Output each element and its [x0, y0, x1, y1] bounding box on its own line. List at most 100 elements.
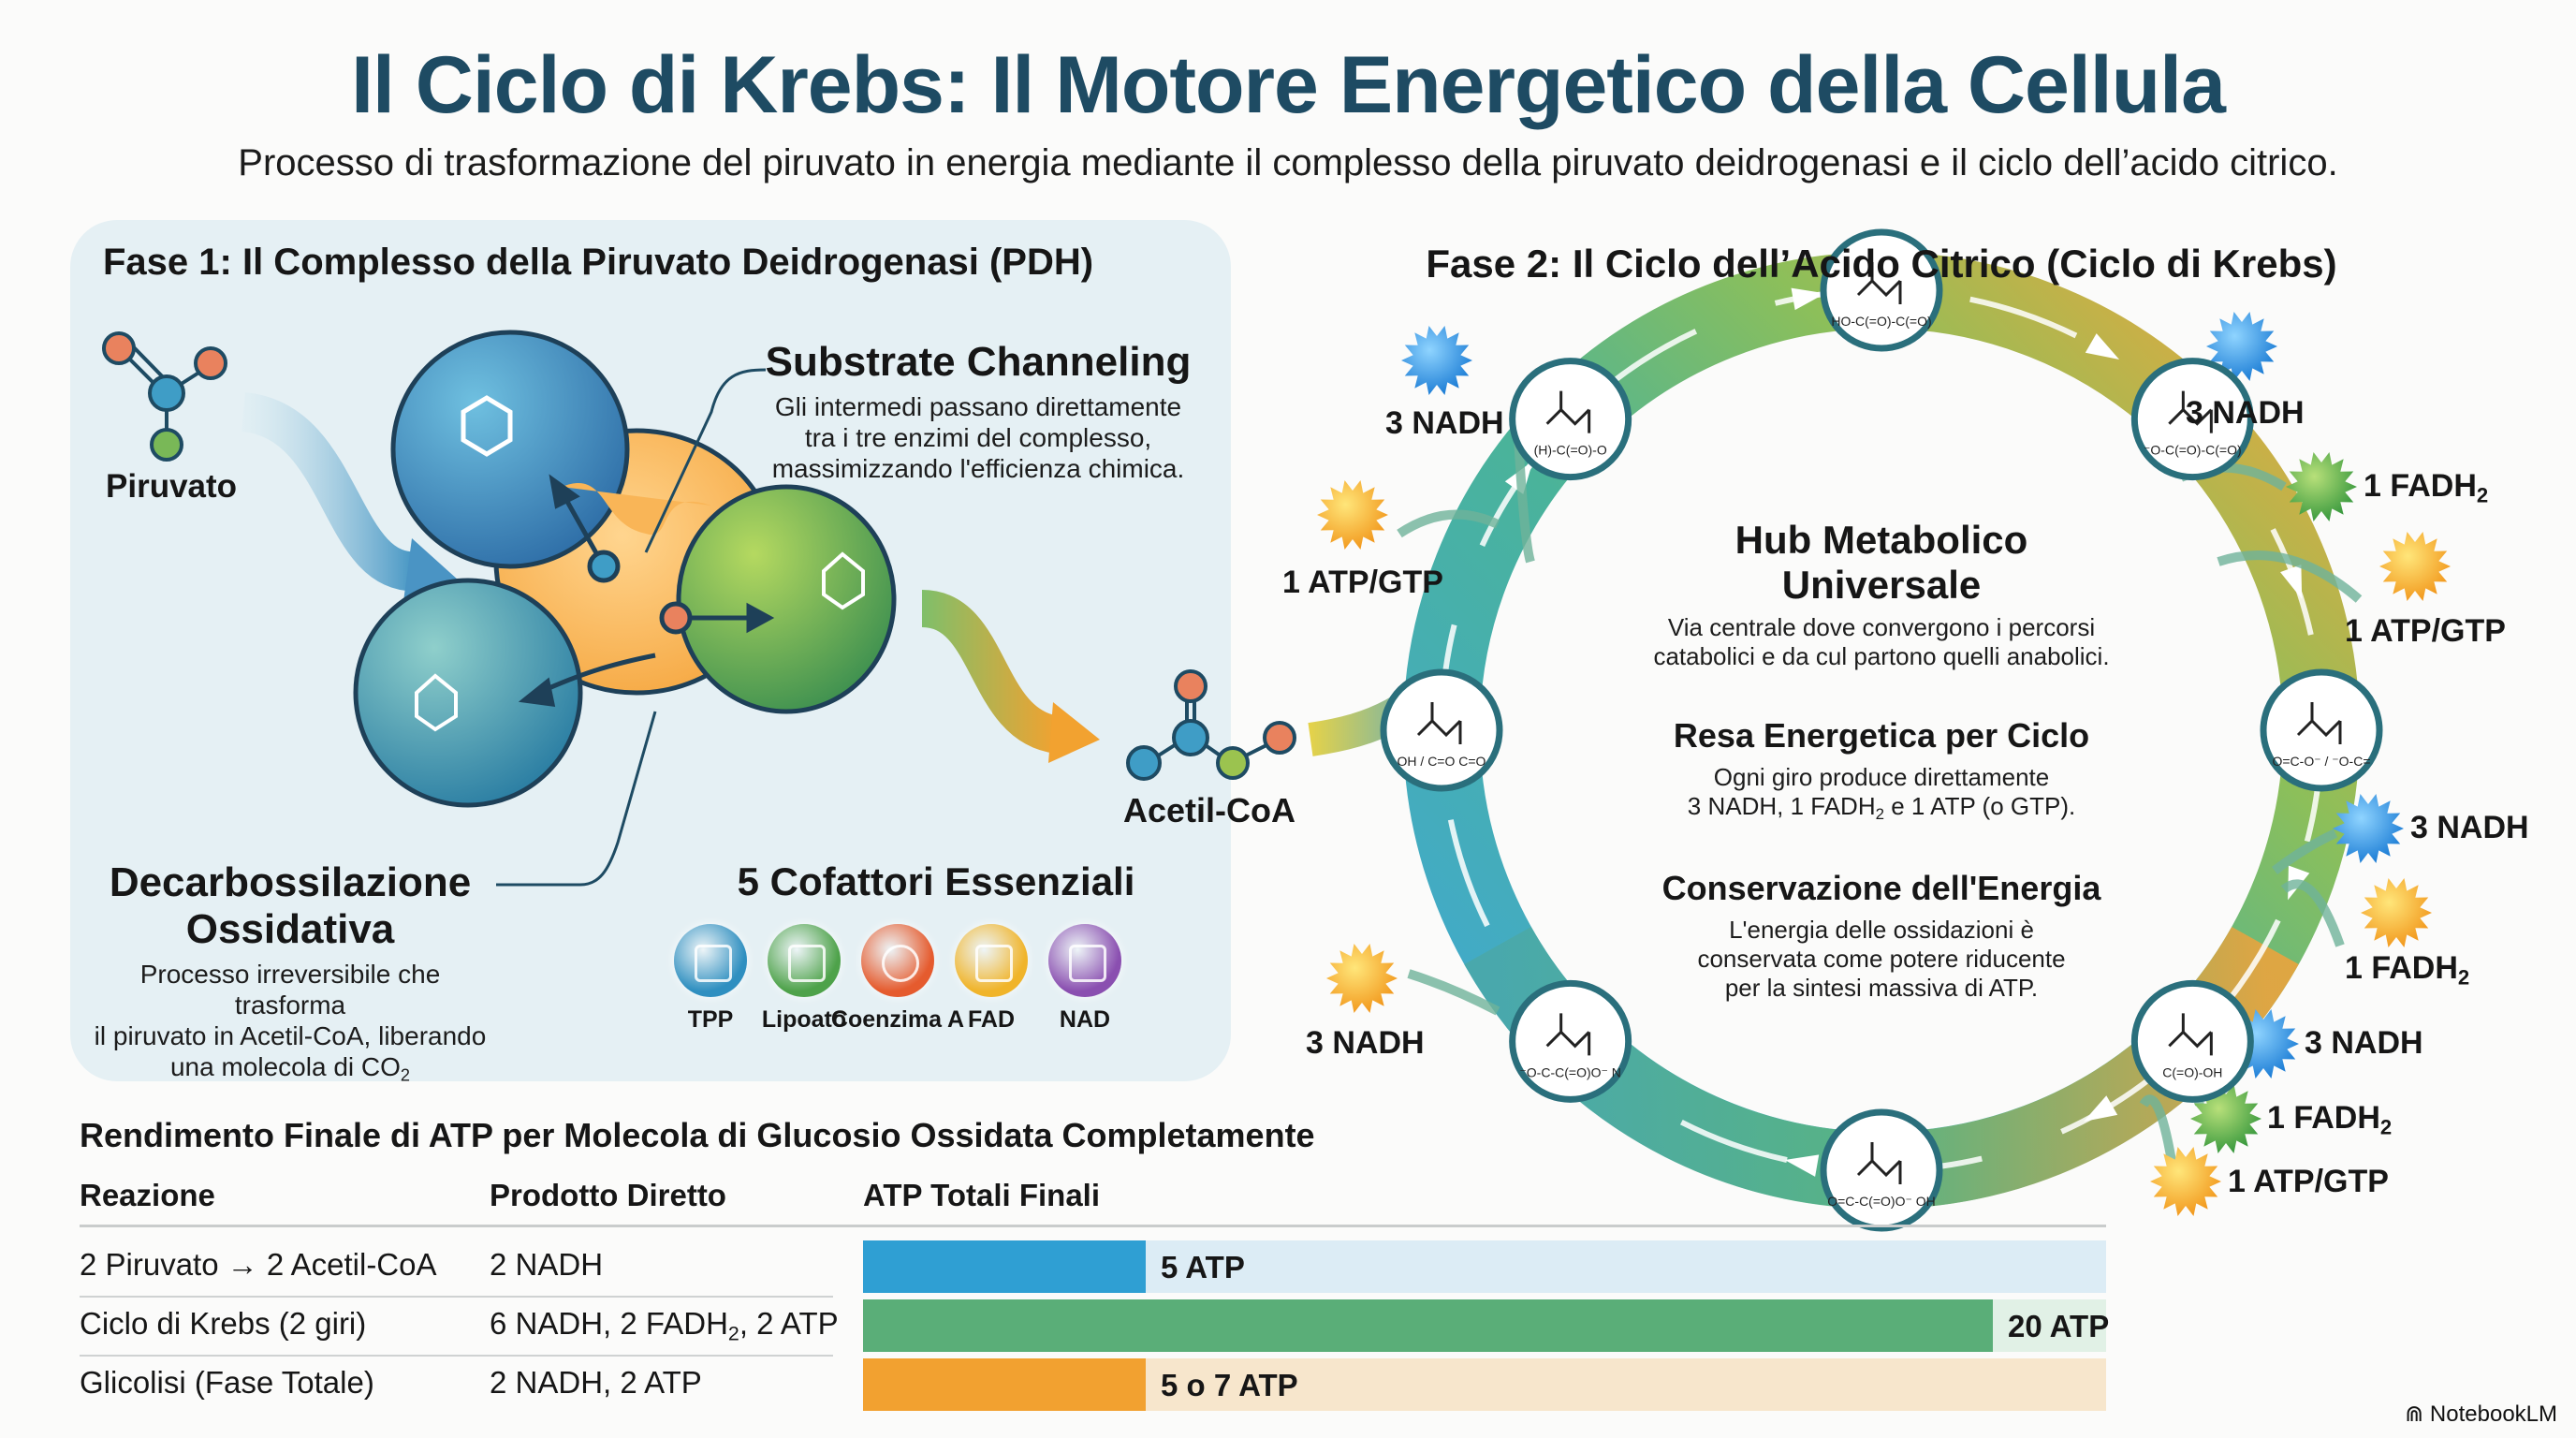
conservation-callout: Conservazione dell'Energia L'energia del… — [1582, 869, 2181, 1003]
row-divider — [80, 1355, 833, 1357]
acetyl-coa-label: Acetil-CoA — [1123, 791, 1296, 829]
decarboxylation-line: una molecola di CO2 — [89, 1051, 491, 1091]
fad-ring-icon — [955, 924, 1028, 997]
atp-bar-fill — [863, 1240, 1146, 1293]
acetyl-coa-molecule-icon — [1126, 669, 1296, 781]
page-subtitle: Processo di trasformazione del piruvato … — [238, 142, 2338, 183]
product-subscript: 2 — [727, 1322, 739, 1345]
atp-star-icon — [1326, 943, 1398, 1014]
cell-reaction: Glicolisi (Fase Totale) — [80, 1365, 374, 1400]
nadh-star-icon — [1401, 325, 1472, 396]
cofactor-label: Lipoato — [761, 1006, 847, 1033]
phase2-heading: Fase 2: Il Ciclo dell’Acido Citrico (Cic… — [1426, 242, 2337, 286]
cofactor-label: NAD — [1059, 1006, 1111, 1033]
cycle-direction-arrow-icon — [2085, 333, 2120, 360]
cell-product: 2 NADH — [490, 1247, 603, 1283]
molecule-structure-icon — [1856, 1142, 1902, 1184]
output-text: 3 NADH — [2410, 810, 2529, 845]
pyruvate-label: Piruvato — [106, 468, 238, 505]
atp-bar-label: 5 o 7 ATP — [1161, 1368, 1298, 1402]
product-text: 6 NADH, 2 FADH — [490, 1306, 728, 1341]
conservation-line: L'energia delle ossidazioni è — [1729, 916, 2034, 944]
cofactor-glyph-icon — [882, 945, 919, 982]
nadh-star-icon — [2206, 311, 2277, 382]
yield-table-title: Rendimento Finale di ATP per Molecola di… — [80, 1116, 1315, 1154]
output-text: 1 FADH — [2345, 950, 2458, 986]
pyruvate-molecule-icon — [102, 331, 227, 462]
product-text: , 2 ATP — [739, 1306, 839, 1341]
output-label-bottom-right-fadh2: 1 FADH2 — [2267, 1100, 2392, 1140]
channeling-title: Substrate Channeling — [765, 339, 1192, 385]
intermediate-nodes: HO-C(=O)-C(=O)⁻O-C(=O)-C(=O)O=C-O⁻ / ⁻O-… — [1380, 228, 2383, 1232]
channeling-leader-line — [644, 368, 767, 553]
cofactor-glyph-icon — [1069, 945, 1106, 982]
yield-title: Resa Energetica per Ciclo — [1673, 716, 2090, 755]
co2-subscript: 2 — [400, 1065, 411, 1085]
atp-star-icon — [1317, 479, 1388, 550]
column-header-reaction: Reazione — [80, 1178, 215, 1212]
molecule-formula: OH / C=O C=O — [1398, 754, 1486, 769]
pyruvate-inflow-arrow — [240, 392, 424, 592]
yield-callout: Resa Energetica per Ciclo Ogni giro prod… — [1582, 716, 2181, 829]
output-arrow — [2280, 879, 2345, 947]
output-text: 3 NADH — [2186, 395, 2305, 431]
fumarate-node: OH / C=O C=O — [1380, 668, 1503, 792]
citrate-node: ⁻O-C(=O)-C(=O) — [2130, 358, 2254, 481]
atp-bar-track: 5 o 7 ATP — [863, 1358, 2106, 1411]
output-arrow — [1407, 969, 1500, 1016]
cofactors-title: 5 Cofattori Essenziali — [737, 859, 1135, 903]
molecule-formula: O=C-O⁻ / ⁻O-C= — [2272, 754, 2370, 769]
channeling-line: massimizzando l'efficienza chimica. — [771, 454, 1185, 483]
succinate-node: ⁻O-C-C(=O)O⁻ N — [1509, 979, 1632, 1103]
decarboxylation-title-line: Decarbossilazione — [109, 859, 472, 905]
output-label-right-atp: 1 ATP/GTP — [2345, 613, 2506, 650]
channeling-line: Gli intermedi passano direttamente — [774, 392, 1182, 421]
hub-line: Via centrale dove convergono i percorsi — [1667, 613, 2096, 641]
molecule-formula: (H)-C(=O)-O — [1534, 443, 1607, 458]
page-title: Il Ciclo di Krebs: Il Motore Energetico … — [351, 40, 2226, 130]
output-label-bottom-left-nadh: 3 NADH — [1306, 1025, 1425, 1062]
yield-text: e 1 ATP (o GTP). — [1884, 792, 2076, 820]
atp-bar-label: 5 ATP — [1161, 1250, 1245, 1284]
hub-title-line: Hub Metabolico — [1734, 518, 2028, 562]
cofactor-glyph-icon — [975, 945, 1013, 982]
yield-text: 3 NADH, 1 FADH — [1687, 792, 1876, 820]
conservation-line: conservata come potere riducente — [1697, 945, 2066, 973]
output-arrow — [2271, 829, 2338, 874]
column-header-atp: ATP Totali Finali — [863, 1178, 1101, 1212]
cofactor-label: Coenzima A — [830, 1006, 965, 1033]
output-text: 3 NADH — [1385, 405, 1504, 441]
output-arrow — [2139, 1094, 2176, 1162]
row-divider — [80, 1296, 833, 1298]
nadh-star-icon — [2333, 793, 2404, 864]
decarboxylation-line: il piruvato in Acetil-CoA, liberando — [94, 1021, 487, 1050]
yield-line: 3 NADH, 1 FADH2 e 1 ATP (o GTP). — [1582, 792, 2181, 829]
atp-bar-track: 5 ATP — [863, 1240, 2106, 1293]
molecule-formula: O=C-C(=O)O⁻ OH — [1827, 1194, 1936, 1209]
channeling-callout: Substrate Channeling Gli intermedi passa… — [749, 339, 1208, 484]
fadh-star-icon — [2286, 451, 2357, 522]
decarboxylation-title-line: Ossidativa — [185, 906, 395, 952]
output-arrow — [1397, 509, 1500, 538]
fadh2-subscript: 2 — [1875, 805, 1884, 824]
output-subscript: 2 — [2457, 965, 2470, 990]
output-label-left-atp: 1 ATP/GTP — [1282, 565, 1443, 601]
output-label-bottom-right-nadh: 3 NADH — [2305, 1025, 2423, 1062]
phase1-heading: Fase 1: Il Complesso della Piruvato Deid… — [103, 242, 1094, 283]
yield-line: Ogni giro produce direttamente — [1713, 763, 2050, 791]
malate-node: (H)-C(=O)-O — [1509, 358, 1632, 481]
output-text: 3 NADH — [2305, 1025, 2423, 1061]
atp-star-icon — [2379, 531, 2451, 602]
cell-reaction: 2 Piruvato → 2 Acetil-CoA — [80, 1247, 437, 1282]
conservation-line: per la sintesi massiva di ATP. — [1724, 974, 2039, 1002]
cofactor-glyph-icon — [788, 945, 826, 982]
cofactor-label: FAD — [968, 1006, 1015, 1033]
hub-title-line: Universale — [1781, 563, 1982, 607]
nad-icon — [1048, 924, 1121, 997]
product-text: 2 NADH — [490, 1247, 604, 1282]
decarboxylation-leader-line — [496, 711, 657, 887]
molecule-structure-icon — [2168, 1013, 2213, 1056]
fadh-star-icon — [2190, 1083, 2261, 1154]
decarboxylation-line: Processo irreversibile che trasforma — [139, 960, 441, 1020]
